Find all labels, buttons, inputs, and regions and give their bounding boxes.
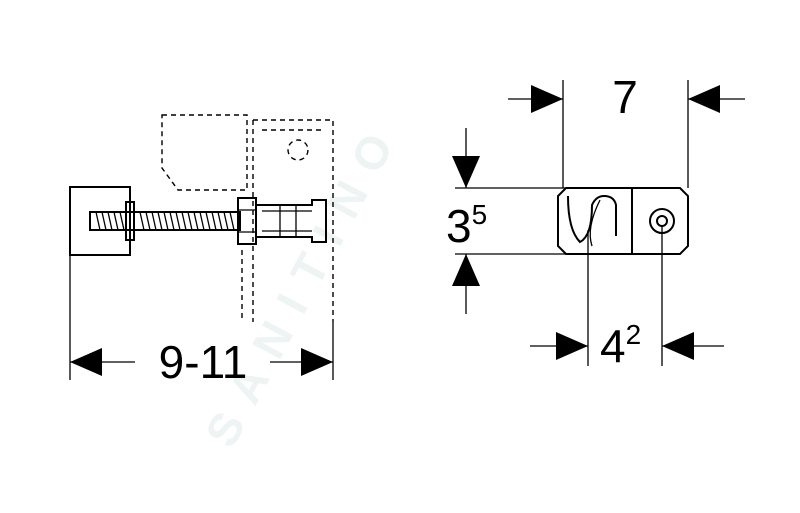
dimension-label-35-base: 3 <box>446 200 472 252</box>
hex-nut-faces <box>238 209 256 233</box>
dashed-wall-outline <box>252 119 334 322</box>
dimension-label-42: 42 <box>600 319 641 372</box>
dimension-label-7: 7 <box>612 71 638 123</box>
clip-body <box>557 187 689 255</box>
dimension-arrow-7-left <box>531 85 563 113</box>
dimension-label-9-11: 9-11 <box>159 336 248 388</box>
wall-plug <box>255 199 327 243</box>
dimension-arrow-35-top <box>452 156 480 188</box>
dashed-wall-inner <box>241 129 322 322</box>
clip-hole-inner <box>656 215 668 227</box>
clip-hook-slot <box>567 194 617 244</box>
watermark: SANITINO <box>195 109 412 455</box>
bracket-clip-view: 7 35 42 <box>446 71 745 372</box>
dimension-label-35-sup: 5 <box>472 199 488 230</box>
dimension-arrow-right <box>301 348 333 376</box>
dimension-arrow-42-right <box>662 332 694 360</box>
dimension-label-35: 35 <box>446 199 487 252</box>
bolt-assembly-view: 9-11 <box>69 114 334 388</box>
dimension-label-42-base: 4 <box>600 320 626 372</box>
wall-plug-ribs <box>262 205 312 237</box>
thread-lines <box>95 211 235 231</box>
dimension-label-42-sup: 2 <box>626 319 642 350</box>
anchor-block <box>69 186 131 256</box>
dimension-arrow-35-bottom <box>452 254 480 286</box>
dimension-arrow-7-right <box>688 85 720 113</box>
washer <box>125 201 135 241</box>
threaded-rod <box>89 211 241 231</box>
dimension-arrow-42-left <box>556 332 588 360</box>
clip-hook-inner <box>589 199 601 247</box>
dimension-arrow-left <box>70 348 102 376</box>
dashed-bracket-outline <box>161 114 248 191</box>
dashed-hole <box>287 139 309 161</box>
